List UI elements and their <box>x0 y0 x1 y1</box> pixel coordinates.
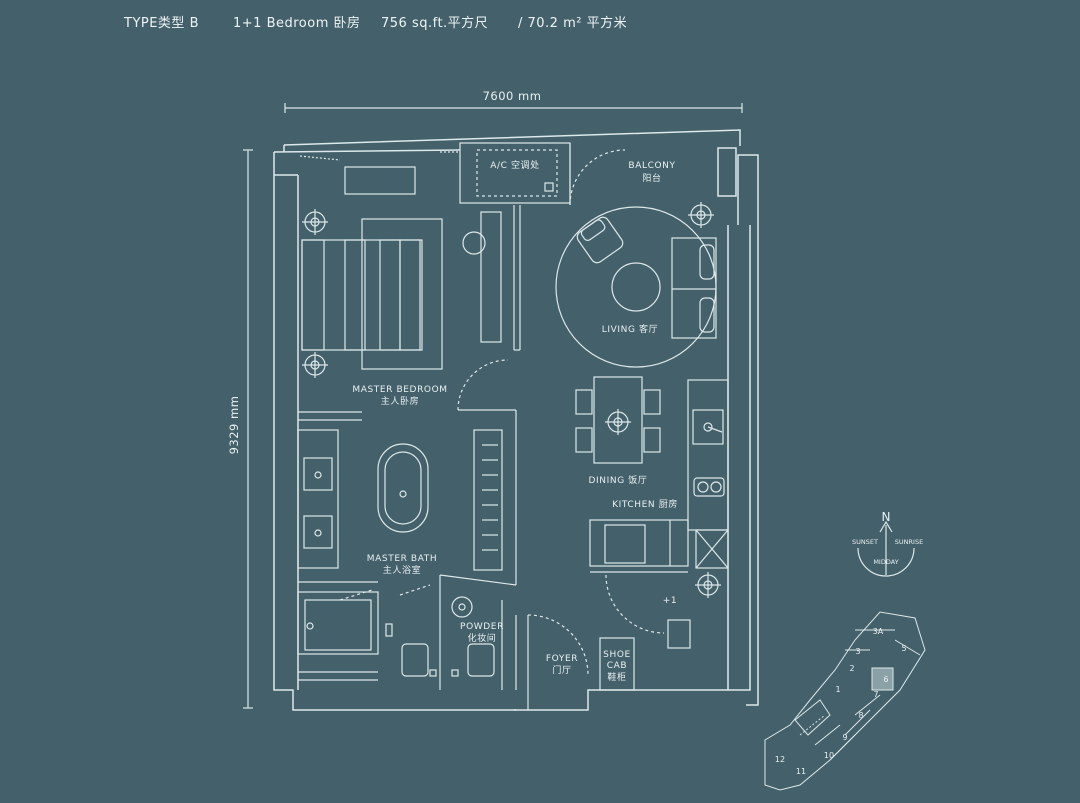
shoe-cabinet-label-2: CAB <box>607 661 627 671</box>
keyplan-unit-2: 2 <box>849 664 854 673</box>
bedroom-count: 1+1 Bedroom 卧房 <box>233 16 361 31</box>
ac-label: A/C 空调处 <box>490 159 540 171</box>
height-dimension <box>243 149 253 709</box>
shoe-cabinet-label-cn: 鞋柜 <box>607 671 626 683</box>
outer-walls <box>273 129 759 711</box>
compass-icon <box>857 520 915 577</box>
compass-sunrise: SUNRISE <box>895 538 923 546</box>
master-bedroom-label-cn: 主人卧房 <box>381 395 419 407</box>
keyplan-unit-6: 6 <box>883 675 888 684</box>
keyplan-unit-8: 8 <box>858 711 863 720</box>
area-sqft: 756 sq.ft.平方尺 <box>381 16 489 31</box>
keyplan-unit-7: 7 <box>873 690 878 699</box>
foyer-label: FOYER <box>546 654 578 664</box>
master-bath-label-cn: 主人浴室 <box>383 564 421 576</box>
keyplan-unit-12: 12 <box>775 755 785 764</box>
shoe-cabinet-label-1: SHOE <box>603 650 631 660</box>
kitchen-label: KITCHEN 厨房 <box>612 498 678 510</box>
step-label: +1 <box>663 596 677 606</box>
height-label: 9329 mm <box>227 396 241 455</box>
master-bath <box>297 410 517 681</box>
compass-sunset: SUNSET <box>852 538 878 546</box>
foyer <box>515 614 635 710</box>
keyplan-unit-11: 11 <box>796 767 806 776</box>
balcony-label: BALCONY <box>628 161 675 171</box>
keyplan-unit-5: 5 <box>901 644 906 653</box>
width-label: 7600 mm <box>483 89 542 103</box>
keyplan-unit-10: 10 <box>824 751 834 760</box>
dining-kitchen <box>575 376 729 649</box>
unit-type: TYPE类型 B <box>124 16 199 31</box>
area-sqm: / 70.2 m² 平方米 <box>518 16 628 31</box>
width-dimension <box>284 103 743 113</box>
key-plan-labels: 3A 5 3 2 6 7 1 8 9 10 11 12 <box>775 627 907 776</box>
balcony-area <box>299 142 626 206</box>
keyplan-unit-1: 1 <box>835 685 840 694</box>
living-label: LIVING 客厅 <box>602 323 658 335</box>
powder-label-cn: 化妆间 <box>468 632 497 644</box>
keyplan-unit-3: 3 <box>855 647 860 656</box>
living-furniture <box>555 202 717 368</box>
foyer-label-cn: 门厅 <box>552 664 571 676</box>
master-bedroom-furniture <box>298 166 521 421</box>
dining-label: DINING 饭厅 <box>589 474 648 486</box>
compass-north: N <box>882 510 891 524</box>
key-plan <box>764 611 926 791</box>
keyplan-unit-3a: 3A <box>873 627 884 636</box>
compass-midday: MIDDAY <box>873 558 898 566</box>
powder-room <box>429 575 503 690</box>
balcony-label-cn: 阳台 <box>642 172 661 184</box>
powder-label: POWDER <box>460 622 504 632</box>
master-bedroom-label: MASTER BEDROOM <box>352 385 447 395</box>
master-bath-label: MASTER BATH <box>367 554 437 564</box>
keyplan-unit-9: 9 <box>842 733 847 742</box>
